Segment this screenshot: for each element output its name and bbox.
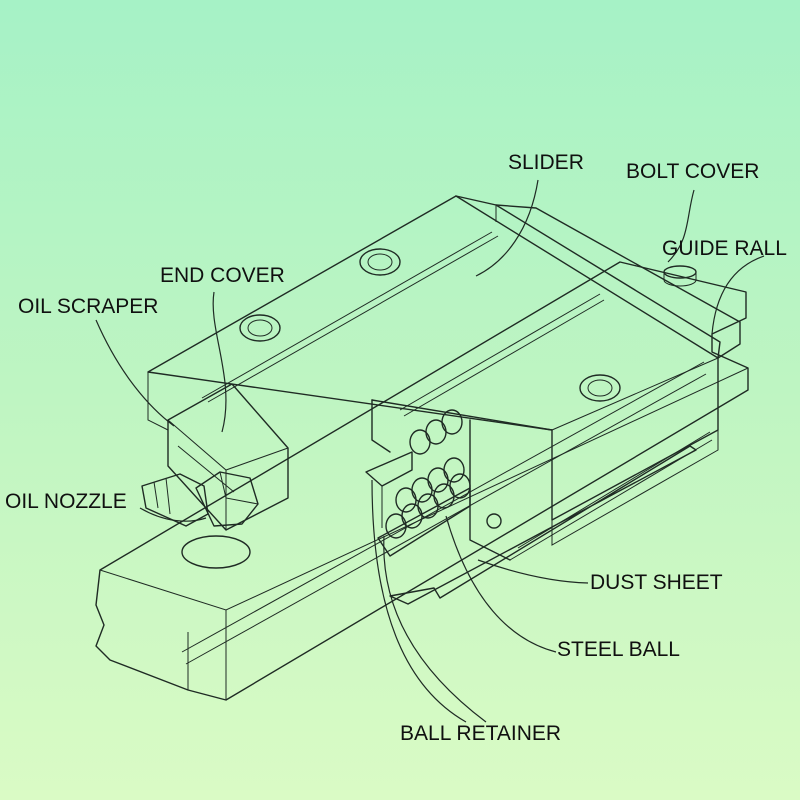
label-bolt-cover: BOLT COVER: [626, 160, 760, 183]
leader-bolt-cover: [667, 189, 695, 263]
label-end-cover: END COVER: [160, 264, 285, 287]
leader-lines: [95, 179, 765, 723]
leader-end-cover: [212, 291, 227, 433]
dust-sheet: [389, 445, 697, 605]
label-guide-rall: GUIDE RALL: [662, 237, 787, 260]
label-slider: SLIDER: [508, 151, 584, 174]
end-cover: [167, 383, 289, 531]
label-ball-retainer: BALL RETAINER: [400, 722, 562, 745]
leader-steel-ball: [445, 515, 557, 653]
label-steel-ball: STEEL BALL: [557, 638, 680, 661]
leader-ball-retainer-2: [383, 535, 487, 723]
leader-guide-rall: [711, 255, 765, 335]
leader-ball-retainer-1: [371, 479, 467, 723]
guide-rail: [95, 261, 749, 701]
leader-oil-scraper: [95, 319, 175, 427]
label-oil-scraper: OIL SCRAPER: [18, 295, 159, 318]
ball-retainer-assembly: [365, 409, 471, 557]
leader-oil-nozzle: [139, 507, 207, 522]
label-dust-sheet: DUST SHEET: [590, 571, 723, 594]
oil-nozzle: [141, 471, 259, 569]
leader-dust-sheet: [477, 559, 589, 584]
bolt-cover: [663, 265, 697, 287]
slider-block: [147, 195, 741, 561]
label-oil-nozzle: OIL NOZZLE: [5, 490, 127, 513]
leader-slider: [475, 179, 539, 277]
